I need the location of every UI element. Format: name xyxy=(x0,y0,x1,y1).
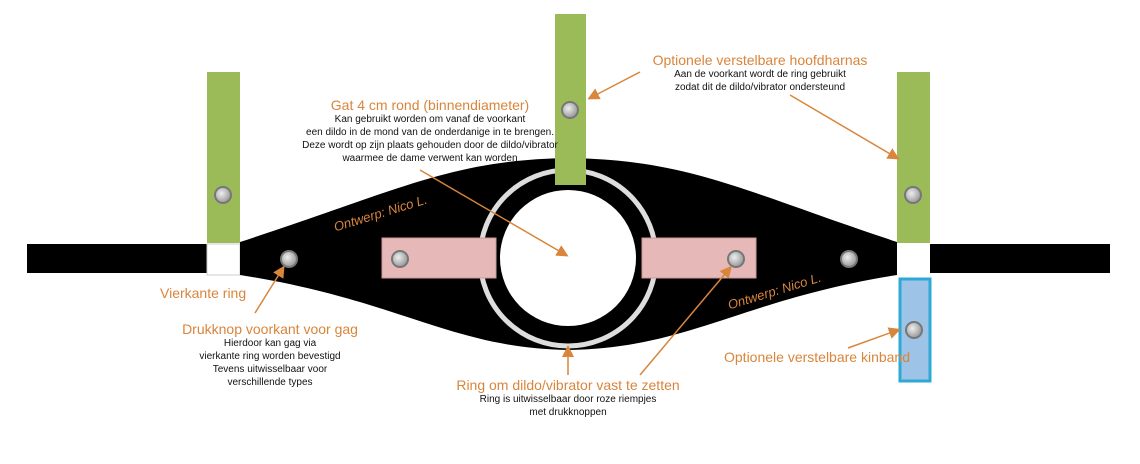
hole-title: Gat 4 cm rond (binnendiameter) xyxy=(330,97,530,113)
arrow-pink xyxy=(639,265,732,376)
hole-line: Deze wordt op zijn plaats gehouden door … xyxy=(302,140,558,151)
snap-button xyxy=(727,250,745,268)
hole-line: Kan gebruikt worden om vanaf de voorkant xyxy=(334,114,526,125)
head-harness-line: zodat dit de dildo/vibrator ondersteund xyxy=(674,82,846,93)
chin-strap-title: Optionele verstelbare kinband xyxy=(724,349,911,365)
hole-line: waarmee de dame verwent kan worden xyxy=(342,153,518,164)
square-ring-title: Vierkante ring xyxy=(160,285,247,301)
snap-button xyxy=(840,250,858,268)
left-strap xyxy=(27,244,207,273)
hole xyxy=(500,190,636,326)
ring-title: Ring om dildo/vibrator vast te zetten xyxy=(456,377,680,393)
ring-label: Ring om dildo/vibrator vast te zetten Ri… xyxy=(448,377,688,419)
snap-button xyxy=(391,250,409,268)
snap-button-title: Drukknop voorkant voor gag xyxy=(182,321,358,337)
head-harness-label: Optionele verstelbare hoofdharnas Aan de… xyxy=(640,52,880,94)
snap-button-line: verschillende types xyxy=(227,377,313,388)
snap-button xyxy=(280,250,298,268)
arrow-right-harness xyxy=(789,94,900,160)
arrow-hole xyxy=(419,169,569,257)
snap-button xyxy=(905,321,923,339)
snap-button-line: Tevens uitwisselbaar voor xyxy=(212,364,328,375)
top-green-strap xyxy=(555,14,586,185)
square-ring-left xyxy=(206,243,241,276)
left-green-strap xyxy=(207,72,240,243)
hole-line: een dildo in de mond van de onderdanige … xyxy=(306,127,554,138)
snap-button xyxy=(561,101,579,119)
snap-button-line: vierkante ring worden bevestigd xyxy=(199,351,341,362)
right-green-strap xyxy=(897,72,930,243)
right-strap xyxy=(930,244,1110,273)
ring-line: met drukknoppen xyxy=(529,407,607,418)
snap-button-label: Drukknop voorkant voor gag Hierdoor kan … xyxy=(170,321,370,389)
snap-button xyxy=(214,186,232,204)
arrow-chin xyxy=(847,327,901,349)
arrow-head-harness xyxy=(587,71,641,100)
snap-button-line: Hierdoor kan gag via xyxy=(223,338,317,349)
hole-label: Gat 4 cm rond (binnendiameter) Kan gebru… xyxy=(300,97,560,165)
head-harness-title: Optionele verstelbare hoofdharnas xyxy=(652,52,868,68)
snap-button xyxy=(904,186,922,204)
ring-line: Ring is uitwisselbaar door roze riempjes xyxy=(479,394,657,405)
head-harness-line: Aan de voorkant wordt de ring gebruikt xyxy=(674,69,846,80)
arrow-snap-button xyxy=(254,265,285,314)
